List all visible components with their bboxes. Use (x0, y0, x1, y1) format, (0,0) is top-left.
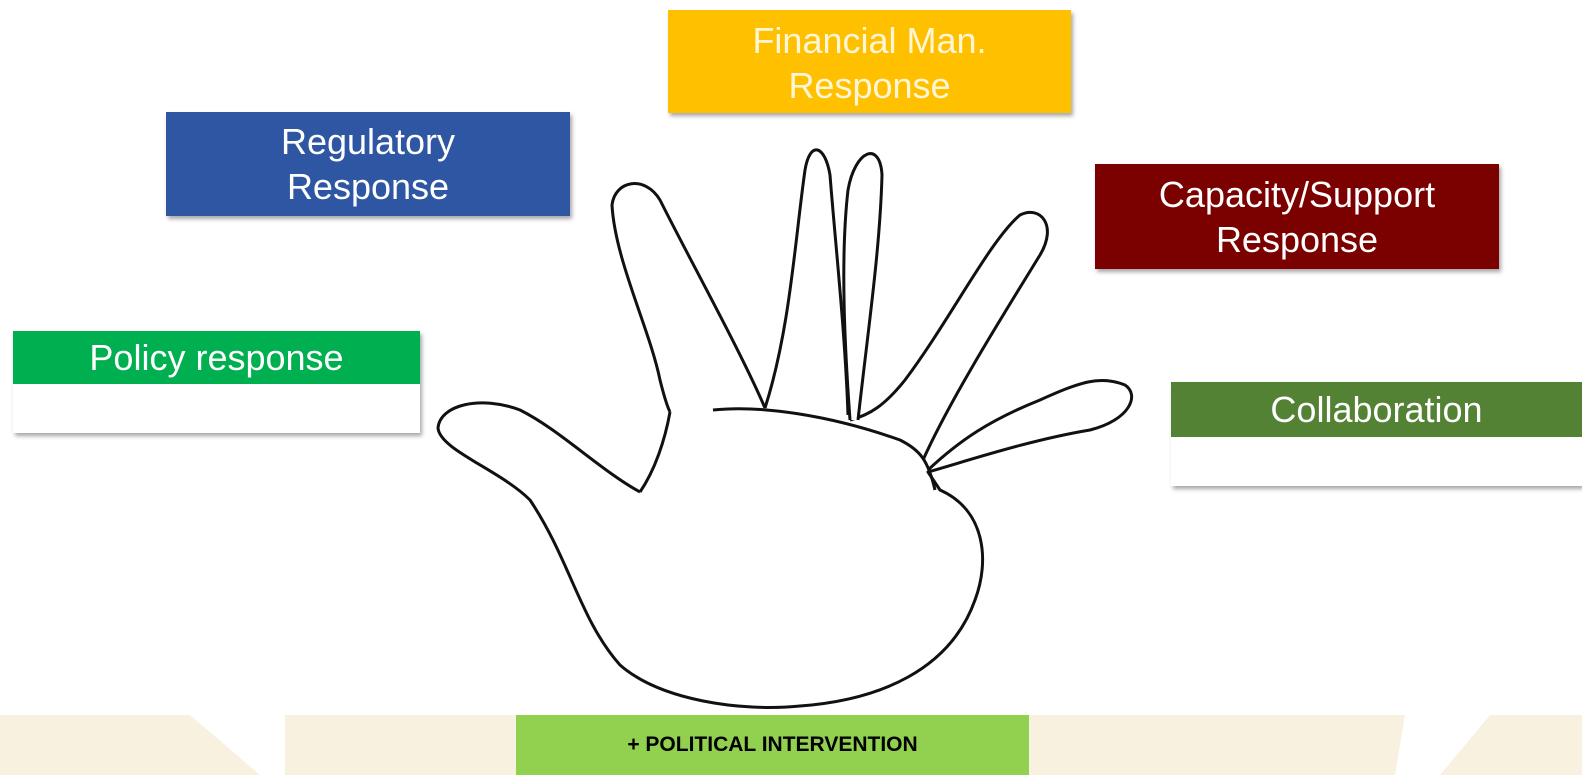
capacity-support-response-label: Capacity/Support Response (1158, 173, 1436, 260)
policy-response-box: Policy response (13, 331, 420, 433)
regulatory-response-box: Regulatory Response (166, 112, 570, 216)
collaboration-label: Collaboration (1171, 382, 1582, 437)
policy-response-label: Policy response (13, 331, 420, 384)
capacity-support-response-box: Capacity/Support Response (1095, 164, 1499, 269)
collaboration-box: Collaboration (1171, 382, 1582, 486)
financial-response-box: Financial Man. Response (668, 10, 1071, 113)
political-intervention-banner: + POLITICAL INTERVENTION (516, 715, 1029, 775)
regulatory-response-label: Regulatory Response (280, 121, 456, 207)
political-intervention-label: + POLITICAL INTERVENTION (627, 733, 918, 756)
financial-response-label: Financial Man. Response (752, 20, 987, 106)
